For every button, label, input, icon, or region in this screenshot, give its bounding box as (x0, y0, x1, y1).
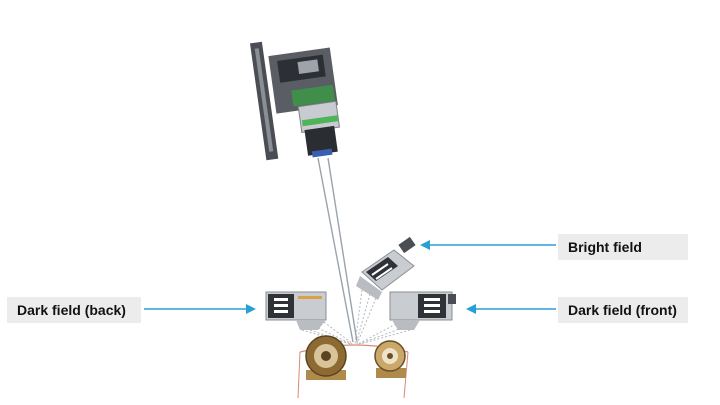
dark-field-back-light (265, 291, 327, 330)
bright-field-light (356, 236, 416, 300)
dark-field-front-light (389, 291, 456, 330)
bright-field-arrow (420, 240, 556, 250)
dark-field-front-rays (357, 323, 411, 345)
dark-field-front-label: Dark field (front) (558, 297, 688, 323)
dark-field-front-arrow (466, 304, 556, 314)
line-scan-camera (249, 41, 341, 161)
dark-field-back-label: Dark field (back) (7, 297, 141, 323)
left-roller (305, 335, 347, 380)
bright-field-label: Bright field (558, 234, 688, 260)
camera-beam (317, 157, 358, 343)
right-roller (374, 340, 406, 378)
bright-field-rays (354, 289, 377, 345)
dark-field-back-arrow (144, 304, 256, 314)
